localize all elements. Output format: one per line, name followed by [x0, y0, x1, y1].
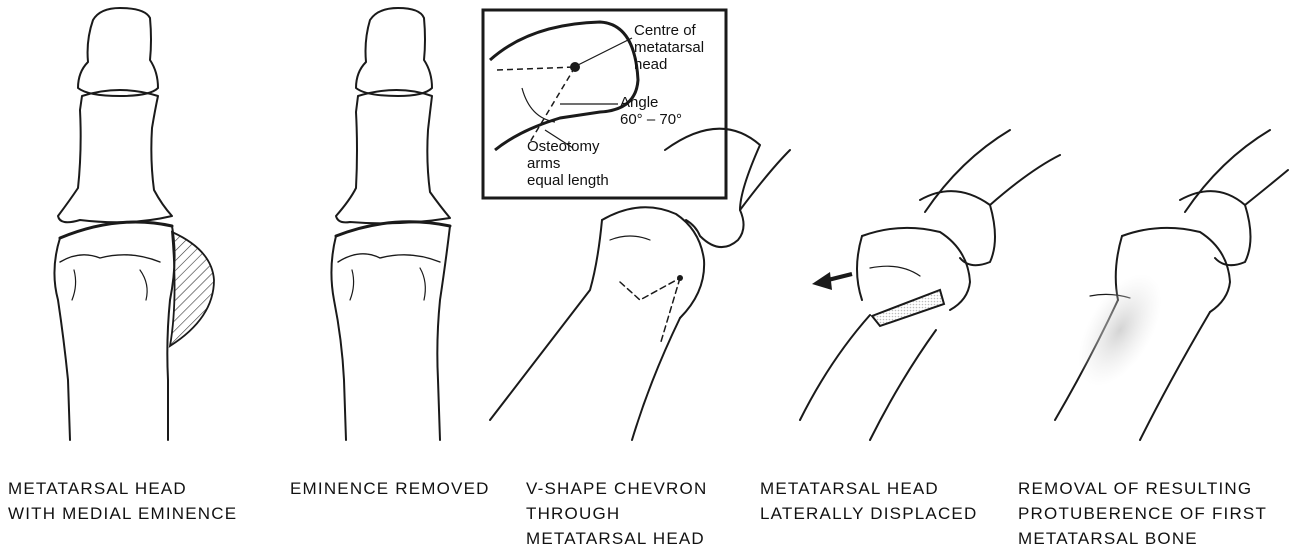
panel-4-bone-drawing: [800, 130, 1060, 440]
lateral-arrow-icon: [812, 272, 852, 290]
panel-2-bone-drawing: [331, 8, 450, 440]
chevron-apex-dot: [677, 275, 683, 281]
caption-panel-1: METATARSAL HEAD WITH MEDIAL EMINENCE: [8, 476, 237, 526]
caption-panel-4: METATARSAL HEAD LATERALLY DISPLACED: [760, 476, 977, 526]
caption-panel-5: REMOVAL OF RESULTING PROTUBERENCE OF FIR…: [1018, 476, 1267, 551]
panel-5-bone-drawing: [1055, 130, 1288, 440]
caption-panel-2: EMINENCE REMOVED: [290, 476, 490, 501]
displaced-wedge: [872, 290, 944, 326]
angle-label: Angle 60° – 70°: [620, 94, 682, 128]
centre-of-metatarsal-head-label: Centre of metatarsal head: [634, 22, 704, 73]
medial-eminence-hatched: [170, 232, 214, 346]
panel-1-bone-drawing: [54, 8, 174, 440]
osteotomy-arms-label: Osteotomy arms equal length: [527, 138, 609, 189]
caption-panel-3: V-SHAPE CHEVRON THROUGH METATARSAL HEAD: [526, 476, 707, 551]
